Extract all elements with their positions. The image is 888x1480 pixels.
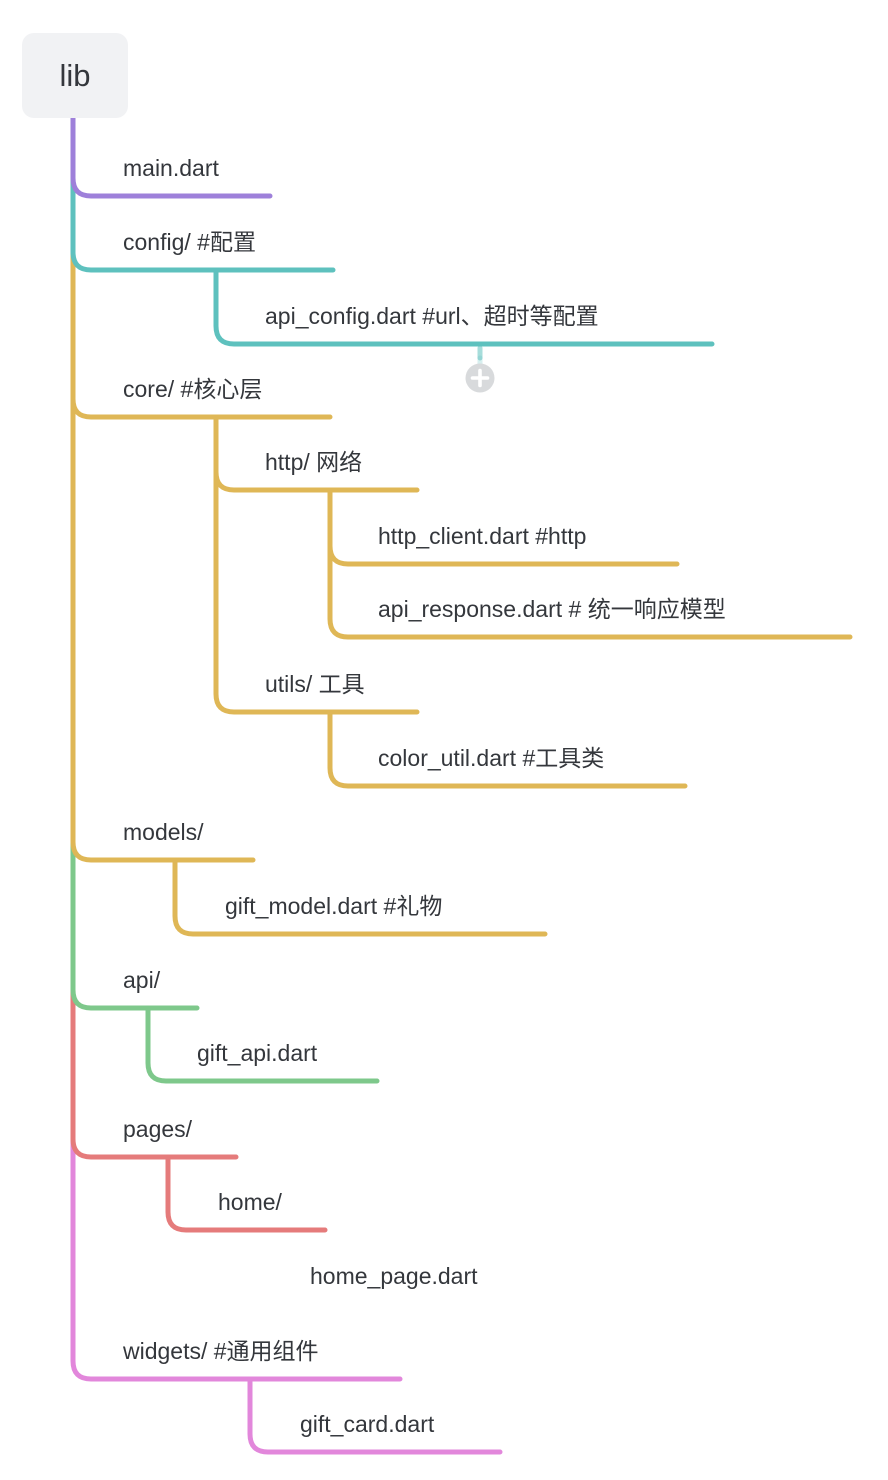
node-models[interactable]: models/ xyxy=(123,819,204,845)
node-gift-card[interactable]: gift_card.dart xyxy=(300,1411,435,1437)
expand-button[interactable] xyxy=(465,363,495,393)
node-api-config[interactable]: api_config.dart #url、超时等配置 xyxy=(265,303,599,329)
node-home-page[interactable]: home_page.dart xyxy=(310,1263,478,1289)
branch-line-utils xyxy=(213,414,420,715)
branch-line-color-util xyxy=(327,709,688,789)
branch-line-api-response xyxy=(327,487,853,640)
node-api-response[interactable]: api_response.dart # 统一响应模型 xyxy=(378,596,726,622)
branch-line-gift-model xyxy=(172,857,548,937)
branch-line-gift-card xyxy=(247,1376,503,1455)
node-gift-api[interactable]: gift_api.dart xyxy=(197,1040,318,1066)
branch-line-api xyxy=(70,107,200,1011)
node-http[interactable]: http/ 网络 xyxy=(265,449,363,475)
branch-line-pages xyxy=(70,107,239,1160)
branch-line-widgets xyxy=(70,107,403,1382)
branch-line-api-config xyxy=(213,267,715,347)
branch-line-http xyxy=(213,414,420,493)
branch-line-config xyxy=(70,107,336,273)
branch-line-http-client xyxy=(327,487,680,567)
branch-line-home xyxy=(165,1154,328,1233)
plus-icon xyxy=(470,368,490,388)
node-config[interactable]: config/ #配置 xyxy=(123,229,256,255)
branch-line-models xyxy=(70,107,256,863)
node-api[interactable]: api/ xyxy=(123,967,161,993)
branch-line-core xyxy=(70,107,333,420)
root-node-lib[interactable]: lib xyxy=(22,33,128,118)
node-color-util[interactable]: color_util.dart #工具类 xyxy=(378,745,605,771)
node-home[interactable]: home/ xyxy=(218,1189,282,1215)
node-pages[interactable]: pages/ xyxy=(123,1116,193,1142)
branch-line-gift-api xyxy=(145,1005,380,1084)
node-gift-model[interactable]: gift_model.dart #礼物 xyxy=(225,893,443,919)
node-widgets[interactable]: widgets/ #通用组件 xyxy=(123,1338,319,1364)
node-http-client[interactable]: http_client.dart #http xyxy=(378,523,587,549)
node-main-dart[interactable]: main.dart xyxy=(123,155,219,181)
branch-line-main-dart xyxy=(70,107,273,199)
node-core[interactable]: core/ #核心层 xyxy=(123,376,263,402)
node-utils[interactable]: utils/ 工具 xyxy=(265,671,365,697)
